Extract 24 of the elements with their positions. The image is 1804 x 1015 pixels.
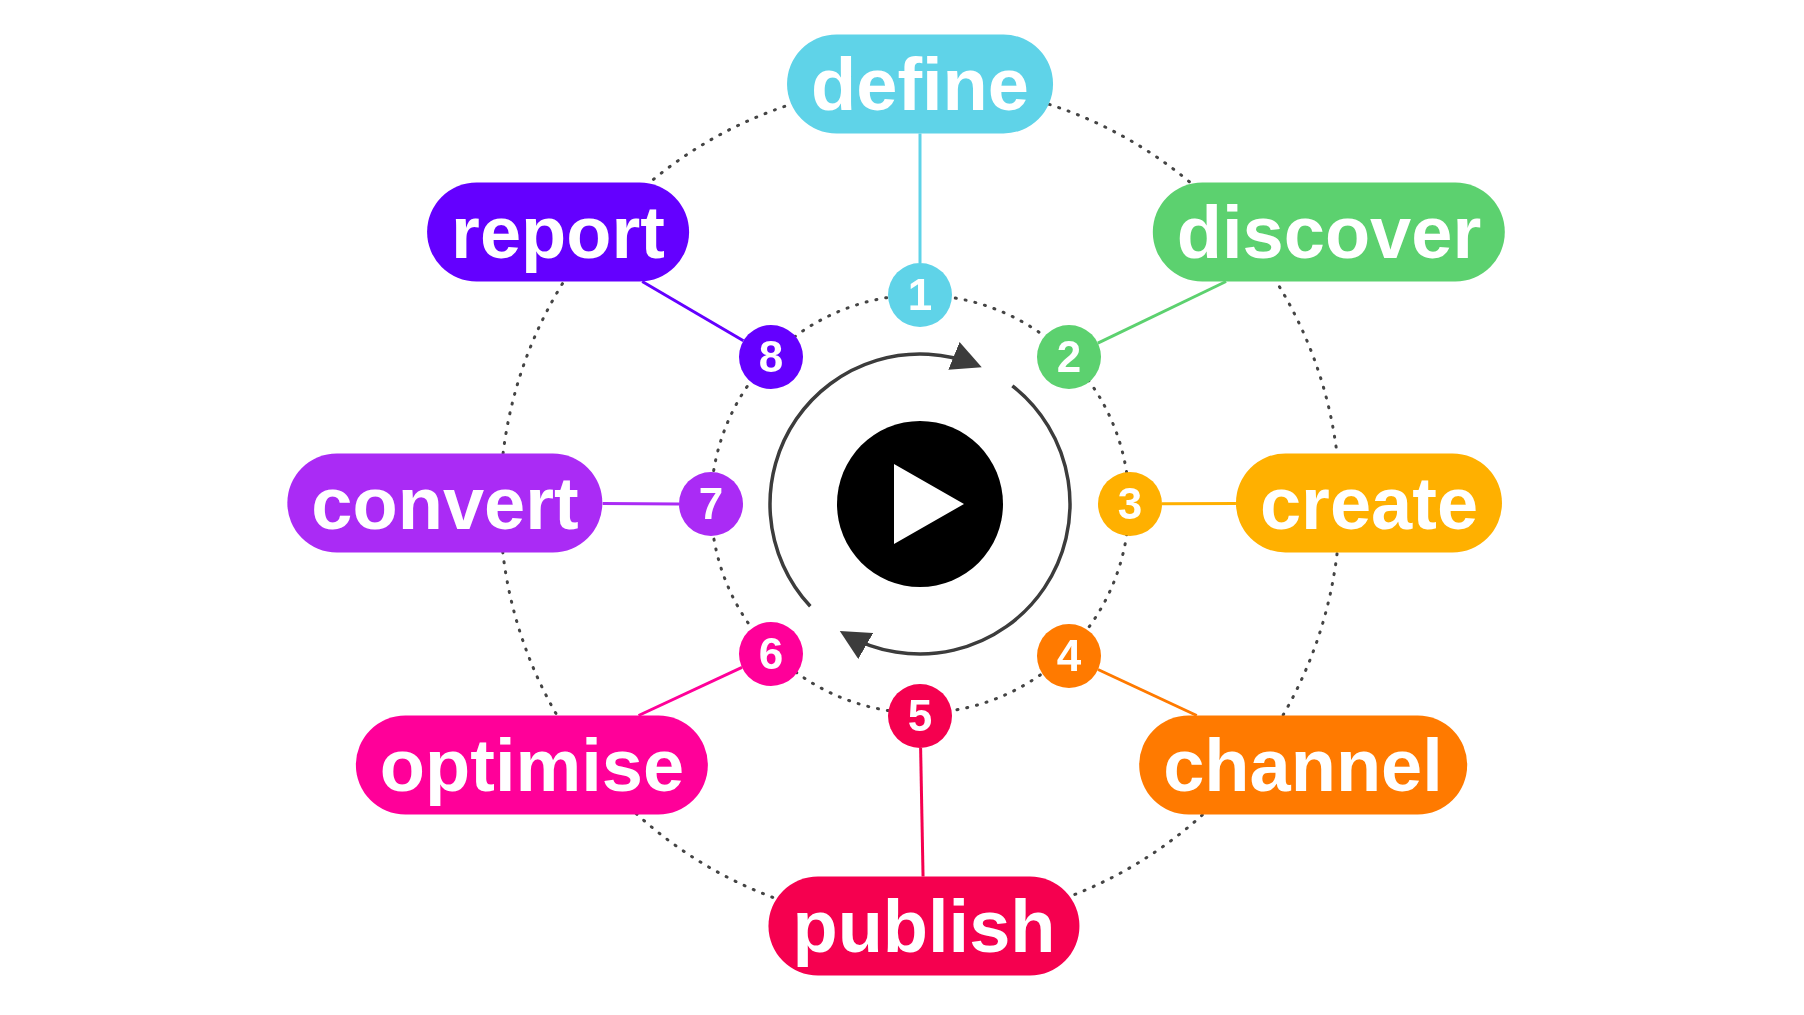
stage-pill: optimise <box>355 715 709 815</box>
stage-pill: publish <box>768 876 1080 976</box>
connector-line <box>1097 668 1198 717</box>
step-number-badge: 4 <box>1037 624 1101 688</box>
stage-pill: channel <box>1139 715 1467 815</box>
step-number-badge: 2 <box>1037 325 1101 389</box>
stage-pill: discover <box>1152 182 1506 282</box>
step-number-badge: 7 <box>679 472 743 536</box>
stage-pill: report <box>427 182 689 282</box>
connector-line <box>919 747 925 877</box>
step-number-badge: 8 <box>739 325 803 389</box>
connector-line <box>602 502 679 506</box>
connector-line <box>641 280 745 343</box>
connector-line <box>1162 502 1236 506</box>
connector-line <box>637 666 743 717</box>
connector-line <box>1097 280 1227 345</box>
step-number-badge: 1 <box>888 263 952 327</box>
step-number-badge: 3 <box>1098 472 1162 536</box>
stage-pill: define <box>787 34 1053 134</box>
stage-pill: create <box>1235 453 1503 553</box>
stage-pill: convert <box>287 453 603 553</box>
step-number-badge: 6 <box>739 622 803 686</box>
connector-line <box>918 133 922 263</box>
step-number-badge: 5 <box>888 684 952 748</box>
